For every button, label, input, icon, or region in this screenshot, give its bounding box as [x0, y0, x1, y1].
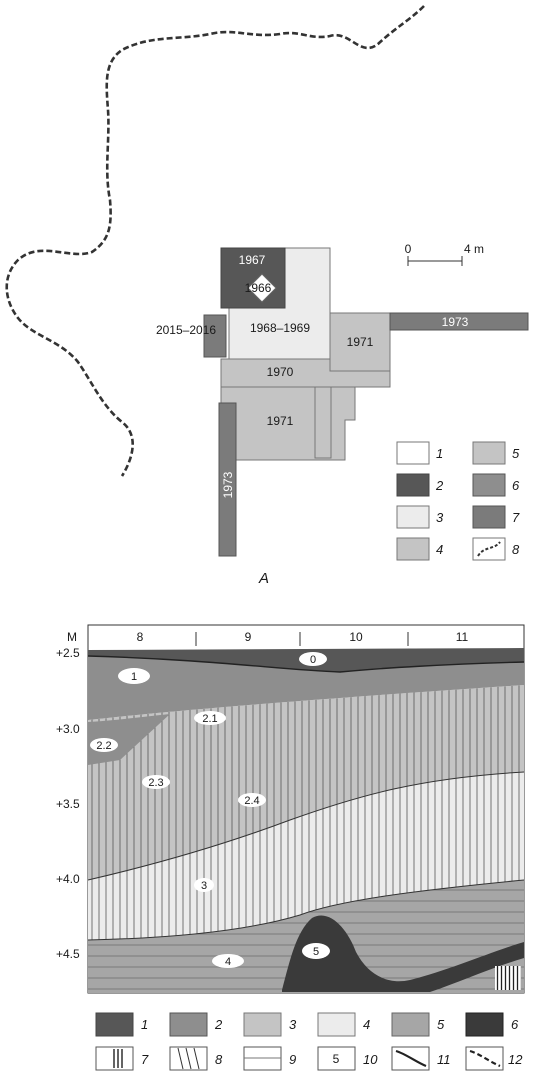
label-1971-east: 1971	[347, 335, 374, 349]
scale-bar: 0 4 m	[405, 242, 484, 266]
river-line	[5, 5, 425, 477]
svg-text:11: 11	[437, 1052, 451, 1067]
column-8: 8	[137, 630, 144, 644]
label-1967: 1967	[239, 253, 266, 267]
label-layer-2-4: 2.4	[244, 795, 259, 807]
layer-3	[88, 772, 524, 940]
label-layer-4: 4	[225, 956, 231, 968]
layer-2-3	[88, 685, 524, 880]
plan-legend: 1 2 3 4 5 6 7 8	[396, 441, 520, 561]
label-layer-3: 3	[201, 880, 207, 892]
label-1973-south: 1973	[221, 471, 235, 498]
svg-text:8: 8	[215, 1052, 223, 1067]
depth-2-5: +2.5	[56, 646, 80, 660]
svg-text:0: 0	[405, 242, 412, 256]
label-layer-2-2: 2.2	[96, 740, 111, 752]
svg-text:3: 3	[436, 510, 444, 525]
label-1971-south: 1971	[267, 414, 294, 428]
column-9: 9	[245, 630, 252, 644]
svg-text:7: 7	[141, 1052, 149, 1067]
depth-4-5: +4.5	[56, 947, 80, 961]
svg-text:8: 8	[512, 542, 520, 557]
svg-text:4 m: 4 m	[464, 242, 484, 256]
depth-3-0: +3.0	[56, 722, 80, 736]
depth-3-5: +3.5	[56, 797, 80, 811]
label-layer-2-1: 2.1	[202, 713, 217, 725]
excavation-2015-2016	[203, 314, 227, 358]
svg-text:4: 4	[363, 1017, 370, 1032]
column-11: 11	[456, 630, 469, 644]
column-10: 10	[349, 630, 363, 644]
svg-text:5: 5	[333, 1052, 340, 1066]
svg-text:3: 3	[289, 1017, 297, 1032]
excavation-trench-1970	[314, 386, 332, 459]
label-1970: 1970	[267, 365, 294, 379]
section-legend: 1 2 3 4 5 6 7 8 9 5 10 11 12	[95, 1012, 523, 1071]
label-layer-5: 5	[313, 946, 319, 958]
svg-text:6: 6	[511, 1017, 519, 1032]
layer-2-2	[88, 714, 170, 765]
svg-text:10: 10	[363, 1052, 378, 1067]
excavation-1971-east	[329, 312, 391, 372]
label-layer-0: 0	[310, 654, 316, 666]
svg-text:1: 1	[141, 1017, 148, 1032]
excavation-1967	[220, 247, 286, 309]
site-plan: 1967 1966 1968–1969 2015–2016 1971 1973 …	[5, 5, 529, 587]
svg-text:4: 4	[436, 542, 443, 557]
label-layer-2-3: 2.3	[148, 777, 163, 789]
svg-text:6: 6	[512, 478, 520, 493]
depth-4-0: +4.0	[56, 872, 80, 886]
layer-1	[88, 650, 524, 720]
svg-text:5: 5	[512, 446, 520, 461]
excavation-1973-east	[389, 312, 529, 331]
svg-text:5: 5	[437, 1017, 445, 1032]
unit-label: M	[67, 630, 77, 644]
layer-5	[282, 915, 524, 992]
svg-text:2: 2	[214, 1017, 223, 1032]
label-1973-east: 1973	[442, 315, 469, 329]
plan-caption: A	[258, 570, 269, 587]
excavation-1966	[247, 273, 277, 303]
label-1966: 1966	[245, 281, 272, 295]
svg-text:7: 7	[512, 510, 520, 525]
stratigraphic-section: M 8 9 10 11 +2.5 +3.0 +3.5 +4.0 +4.5	[56, 624, 525, 994]
label-layer-1: 1	[131, 671, 137, 683]
svg-text:12: 12	[508, 1052, 523, 1067]
excavation-1973-south	[218, 402, 237, 557]
svg-text:2: 2	[435, 478, 444, 493]
svg-text:1: 1	[436, 446, 443, 461]
label-1968-1969: 1968–1969	[250, 321, 310, 335]
svg-text:9: 9	[289, 1052, 296, 1067]
label-2015-2016: 2015–2016	[156, 323, 216, 337]
